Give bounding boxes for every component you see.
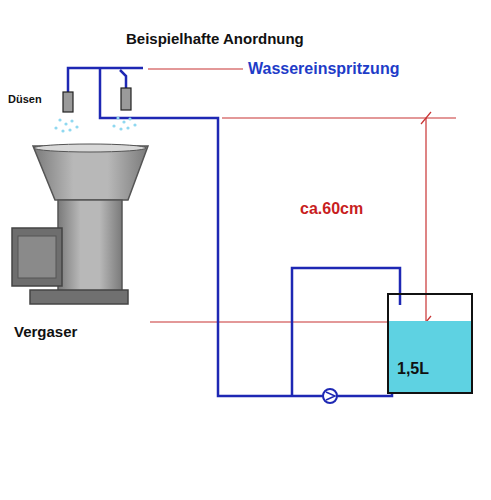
- nozzle: [63, 92, 73, 112]
- carburetor-flange: [30, 290, 128, 304]
- dimension-lines: [148, 69, 470, 328]
- water-spray: [54, 116, 136, 132]
- return-pipe: [292, 268, 400, 396]
- water-pipes: [68, 68, 400, 396]
- part-label: Vergaser: [14, 324, 77, 341]
- dimension-line: [425, 118, 426, 322]
- reference-line: [222, 117, 456, 118]
- float-chamber-cover: [18, 236, 56, 278]
- water-tank: 1,5L: [387, 293, 473, 394]
- carburetor-funnel: [33, 146, 148, 200]
- part-label: Düsen: [8, 93, 42, 105]
- float-chamber: [12, 228, 62, 286]
- dimension-label: ca.60cm: [300, 200, 363, 218]
- nozzle: [121, 88, 131, 110]
- diagram-title: Beispielhafte Anordnung: [126, 31, 304, 48]
- volume-label: 1,5L: [397, 360, 429, 378]
- valve-line: [120, 70, 126, 88]
- nozzles: [63, 88, 131, 112]
- system-label: Wassereinspritzung: [248, 60, 399, 78]
- funnel-rim: [34, 144, 146, 152]
- leader-line: [148, 68, 243, 69]
- carburetor-body: [58, 200, 122, 292]
- pump-symbol: [323, 389, 337, 403]
- pipe: [100, 68, 323, 396]
- dimension-tick: [421, 112, 431, 124]
- pipe: [337, 380, 392, 396]
- carburetor: [12, 144, 148, 304]
- pipe: [68, 68, 143, 92]
